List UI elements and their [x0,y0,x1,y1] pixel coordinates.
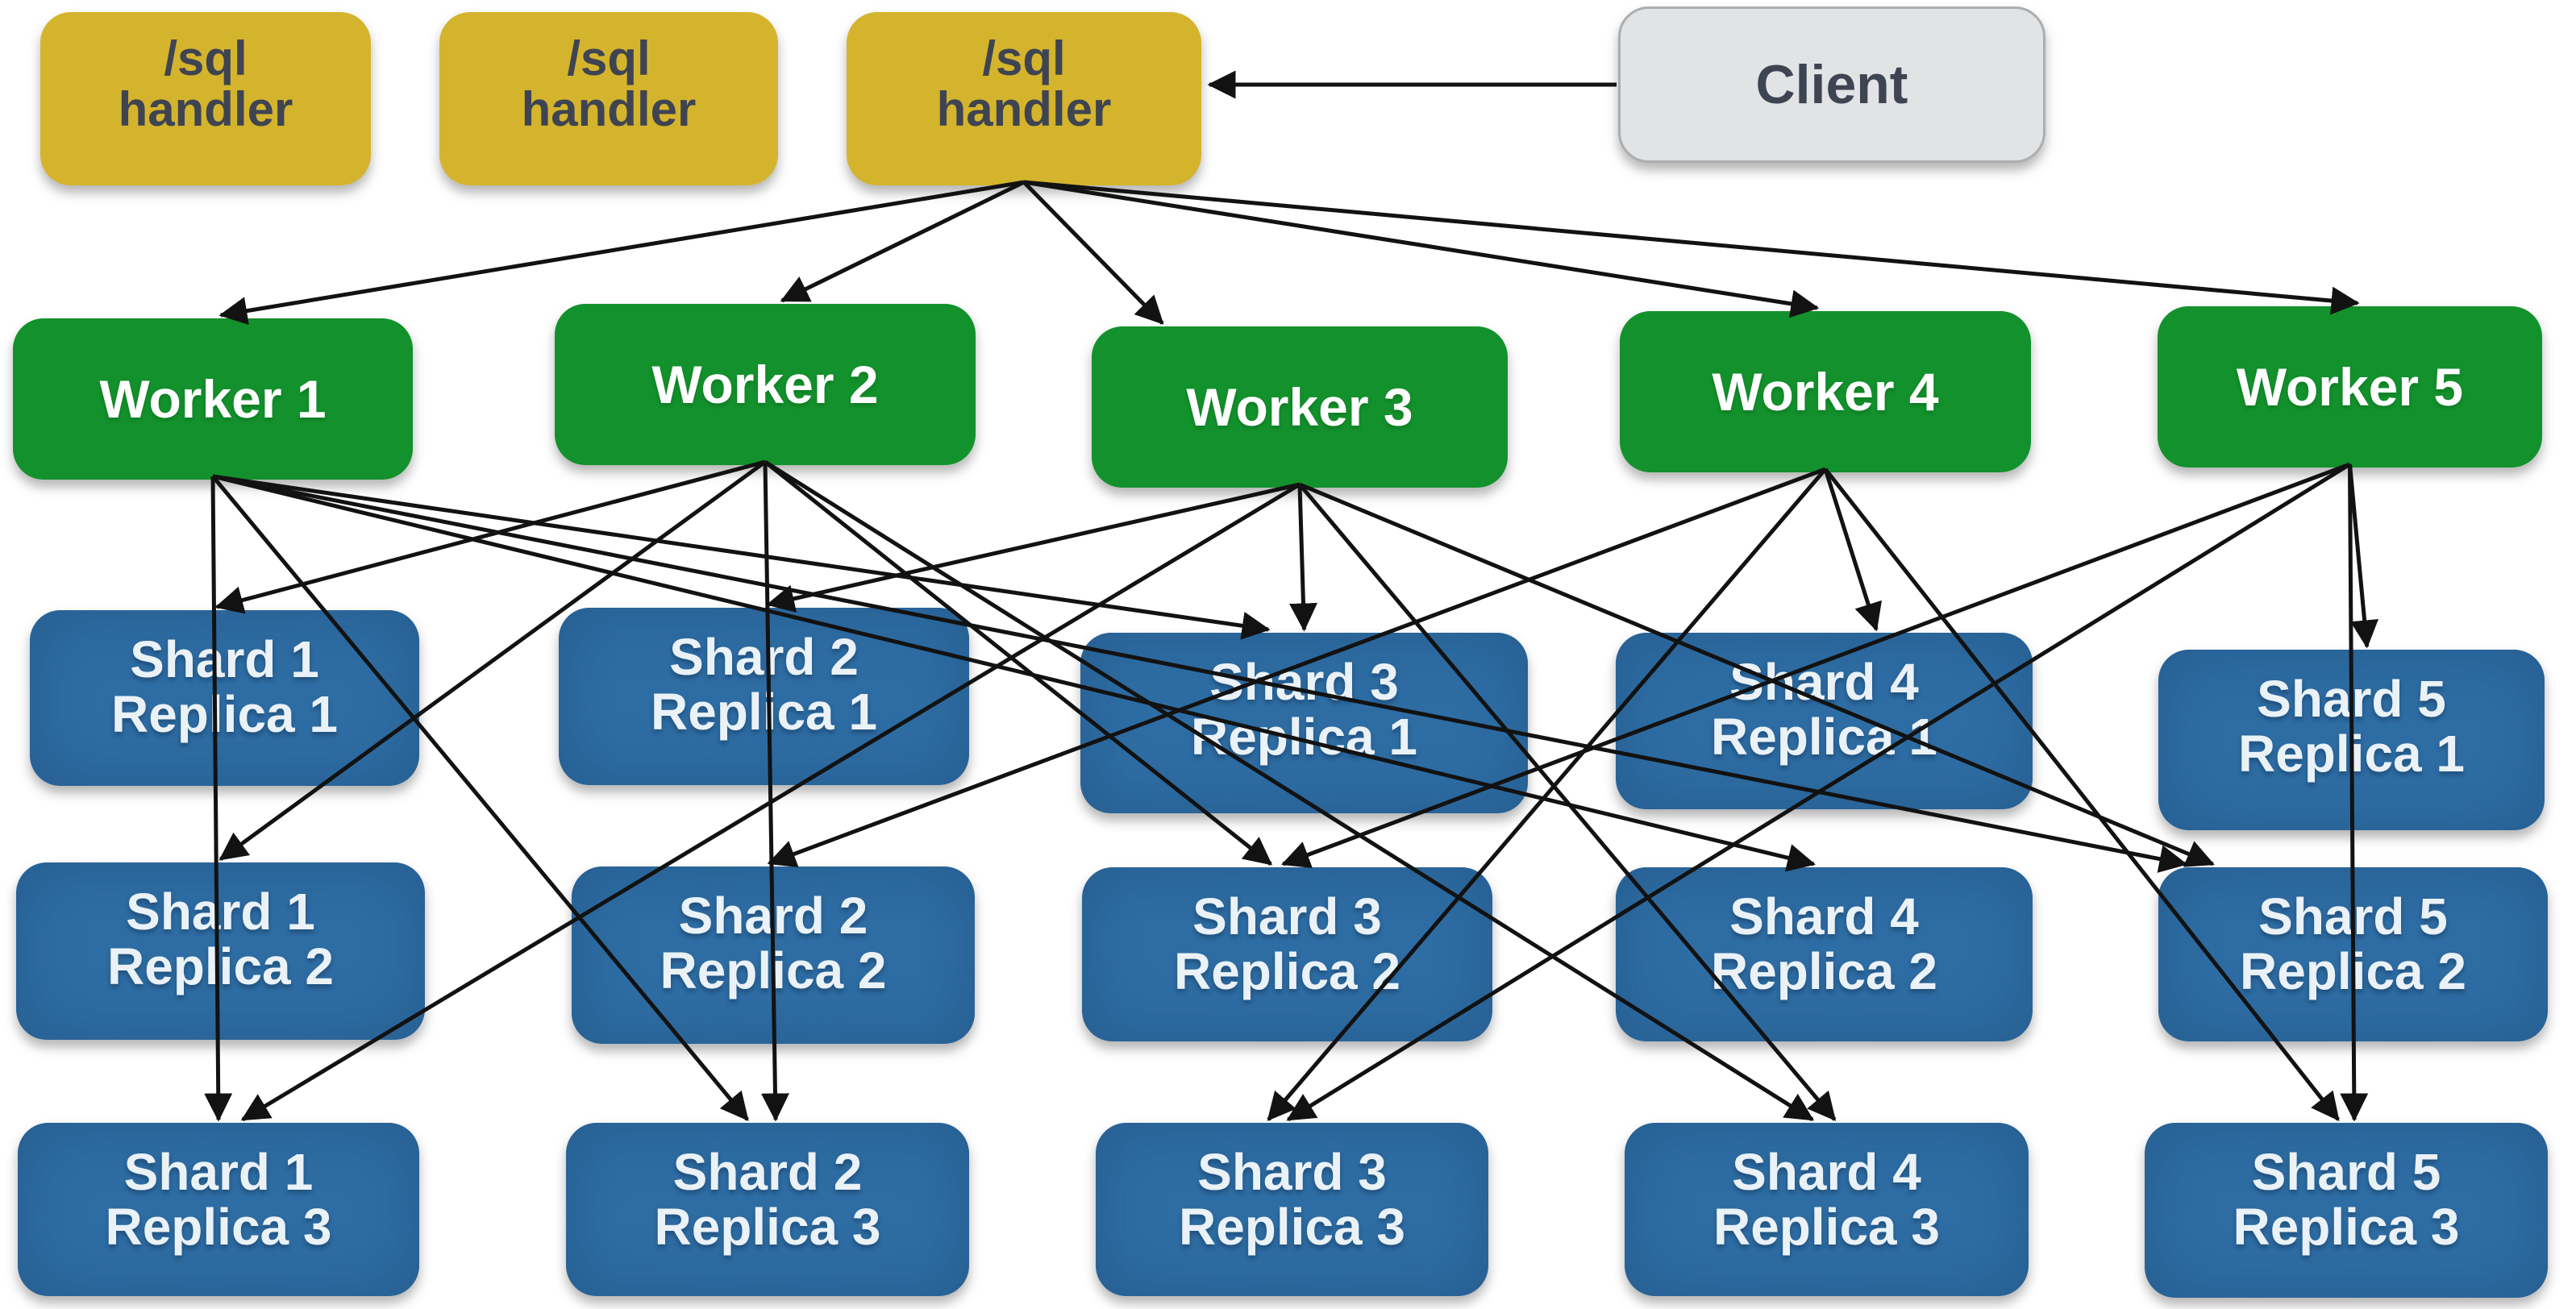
shard-1-replica-1-box: Shard 1 Replica 1 [30,610,419,786]
shard-3-replica-3-box: Shard 3 Replica 3 [1096,1123,1488,1296]
handler-3-box: /sql handler [847,12,1201,185]
worker-4-box: Worker 4 [1620,311,2031,472]
shard-4-replica-3-label: Shard 4 Replica 3 [1712,1143,1941,1256]
shard-4-replica-2-label: Shard 4 Replica 2 [1710,887,1938,1000]
shard-3-replica-1-box: Shard 3 Replica 1 [1080,633,1528,813]
edge-worker-3-to-shard-3-replica-1 [1289,484,1317,632]
edge-worker-2-to-shard-1-replica-1 [214,459,766,614]
shard-4-replica-1-label: Shard 4 Replica 1 [1710,653,1938,766]
worker-3-box: Worker 3 [1092,326,1508,488]
worker-3-label: Worker 3 [1186,377,1413,437]
shard-5-replica-2-box: Shard 5 Replica 2 [2158,867,2548,1041]
worker-1-box: Worker 1 [13,318,413,480]
shard-3-replica-2-label: Shard 3 Replica 2 [1173,887,1401,1000]
edge-worker-1-to-shard-4-replica-2 [212,474,1817,872]
edge-handler-3-to-worker-4 [1023,180,1820,318]
handler-1-box: /sql handler [40,12,371,185]
worker-2-label: Worker 2 [651,355,879,414]
shard-5-replica-3-box: Shard 5 Replica 3 [2145,1123,2548,1298]
edge-worker-5-to-shard-5-replica-1 [2348,463,2379,649]
shard-5-replica-1-box: Shard 5 Replica 1 [2158,650,2545,830]
edge-handler-3-to-worker-3 [1022,181,1164,325]
shard-3-replica-2-box: Shard 3 Replica 2 [1082,867,1492,1041]
shard-4-replica-3-box: Shard 4 Replica 3 [1625,1123,2029,1296]
shard-1-replica-3-label: Shard 1 Replica 3 [105,1143,332,1256]
edge-handler-3-to-worker-1 [218,180,1025,325]
shard-2-replica-1-box: Shard 2 Replica 1 [559,608,969,785]
shard-1-replica-3-box: Shard 1 Replica 3 [18,1123,419,1296]
shard-5-replica-1-label: Shard 5 Replica 1 [2237,670,2466,783]
shard-2-replica-2-box: Shard 2 Replica 2 [572,866,975,1044]
worker-4-label: Worker 4 [1712,362,1939,422]
shard-2-replica-3-box: Shard 2 Replica 3 [566,1123,969,1296]
shard-2-replica-2-label: Shard 2 Replica 2 [660,887,887,999]
shard-1-replica-1-label: Shard 1 Replica 1 [110,630,339,743]
worker-5-box: Worker 5 [2158,306,2542,468]
worker-2-box: Worker 2 [555,304,976,465]
edge-worker-1-to-shard-3-replica-1 [212,474,1271,640]
edge-handler-3-to-worker-5 [1023,180,2360,315]
shard-2-replica-1-label: Shard 2 Replica 1 [650,628,878,741]
worker-5-label: Worker 5 [2236,357,2464,417]
shard-1-replica-2-label: Shard 1 Replica 2 [106,883,335,995]
edge-handler-3-to-worker-2 [780,180,1026,303]
handler-2-label: /sql handler [521,31,697,136]
shard-2-replica-3-label: Shard 2 Replica 3 [654,1143,881,1256]
handler-1-label: /sql handler [118,31,293,136]
shard-5-replica-3-label: Shard 5 Replica 3 [2233,1143,2460,1256]
client-box: Client [1618,6,2045,163]
edge-worker-4-to-shard-4-replica-1 [1823,468,1882,632]
client-label: Client [1755,54,1908,115]
shard-3-replica-3-label: Shard 3 Replica 3 [1178,1143,1406,1256]
shard-5-replica-2-label: Shard 5 Replica 2 [2239,887,2467,1000]
shard-3-replica-1-label: Shard 3 Replica 1 [1190,653,1418,766]
shard-4-replica-2-box: Shard 4 Replica 2 [1616,867,2033,1041]
shard-1-replica-2-box: Shard 1 Replica 2 [16,862,425,1040]
handler-3-label: /sql handler [936,31,1112,136]
handler-2-box: /sql handler [439,12,778,185]
worker-1-label: Worker 1 [99,369,327,429]
shard-4-replica-1-box: Shard 4 Replica 1 [1616,633,2033,809]
edge-worker-3-to-shard-2-replica-1 [766,482,1300,613]
